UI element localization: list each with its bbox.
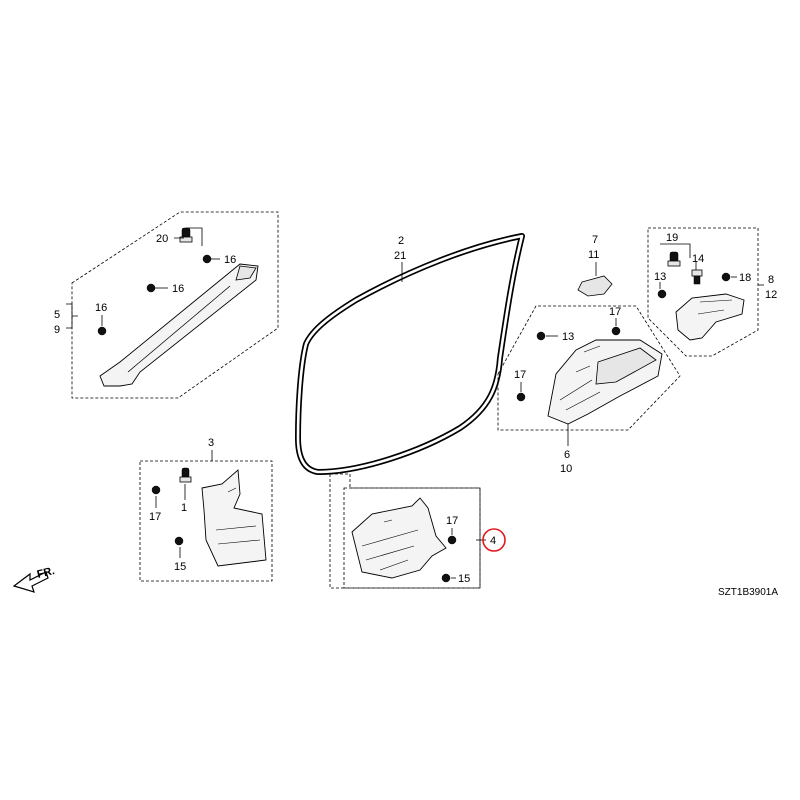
- front-direction-indicator: FR.: [12, 565, 56, 593]
- callout-9: 9: [54, 324, 60, 336]
- rear-pillar-lining-panel: [595, 347, 657, 385]
- callout-17-d: 17: [446, 515, 458, 527]
- front-pillar-garnish-group: 20 16 16 16 5 9: [54, 211, 279, 399]
- rear-upper-trim-group: 19 13 14 18 8 12: [647, 227, 777, 357]
- callout-21: 21: [394, 250, 406, 262]
- weatherstrip-group: 2 21: [295, 233, 525, 475]
- callout-13-a: 13: [654, 271, 666, 283]
- callout-6: 6: [564, 449, 570, 461]
- small-garnish[interactable]: [577, 275, 613, 297]
- clip-18[interactable]: [721, 272, 731, 282]
- rear-pillar-lining-group: 13 17 17 6 10: [497, 305, 681, 475]
- clip-15-kick[interactable]: [174, 536, 184, 546]
- leader-19: [660, 243, 691, 258]
- rear-pillar-lining-frame: [497, 305, 681, 431]
- callout-7: 7: [592, 234, 598, 246]
- sill-garnish-outer-frame: [329, 473, 481, 589]
- rear-upper-trim[interactable]: [675, 293, 745, 341]
- door-weatherstrip[interactable]: [295, 233, 525, 475]
- callout-10: 10: [560, 463, 572, 475]
- callout-17-b: 17: [609, 306, 621, 318]
- callout-15-a: 15: [174, 561, 186, 573]
- callout-16-c: 16: [95, 302, 107, 314]
- clip-16-lower[interactable]: [97, 326, 107, 336]
- front-direction-label: FR.: [36, 565, 56, 581]
- callout-19: 19: [666, 232, 678, 244]
- sill-garnish-detail: [361, 519, 419, 571]
- front-arrow-icon: [12, 571, 49, 593]
- callout-17-a: 17: [514, 369, 526, 381]
- front-pillar-garnish[interactable]: [99, 263, 259, 387]
- clip-17-kick[interactable]: [151, 485, 161, 495]
- clip-19[interactable]: [667, 251, 681, 267]
- sill-garnish[interactable]: [351, 497, 447, 579]
- callout-11: 11: [588, 249, 599, 261]
- callout-17-c: 17: [149, 511, 161, 523]
- callout-14: 14: [692, 253, 704, 265]
- clip-14[interactable]: [691, 269, 703, 285]
- sill-garnish-group: 17 15 4: [329, 473, 506, 589]
- clip-17-left[interactable]: [516, 392, 526, 402]
- leader-5-9: [66, 303, 78, 329]
- clip-17-upper[interactable]: [611, 326, 621, 336]
- clip-15-sill[interactable]: [441, 573, 451, 583]
- callout-12: 12: [765, 289, 777, 301]
- clip-20[interactable]: [179, 227, 193, 243]
- small-garnish-group: 7 11: [577, 234, 613, 297]
- kick-panel[interactable]: [201, 469, 267, 567]
- callout-13-b: 13: [562, 331, 574, 343]
- callout-5: 5: [54, 309, 60, 321]
- callout-16-b: 16: [172, 283, 184, 295]
- rear-upper-trim-detail: [697, 299, 733, 315]
- callout-4: 4: [490, 535, 496, 547]
- sill-garnish-inner-frame: [343, 487, 481, 589]
- diagram-code: SZT1B3901A: [718, 587, 778, 598]
- front-pillar-garnish-edge: [235, 265, 257, 281]
- callout-4-highlight-ring: [482, 528, 506, 552]
- clip-13-upper[interactable]: [657, 289, 667, 299]
- clip-16-top[interactable]: [202, 254, 212, 264]
- callout-16-a: 16: [224, 254, 236, 266]
- clip-1[interactable]: [179, 467, 192, 483]
- callout-3: 3: [208, 437, 214, 449]
- callout-20: 20: [156, 233, 168, 245]
- callout-18: 18: [739, 272, 751, 284]
- door-weatherstrip-inner: [296, 234, 524, 474]
- kick-panel-group: 3 1 17 15: [139, 437, 273, 582]
- clip-13-lower[interactable]: [536, 331, 546, 341]
- clip-17-sill[interactable]: [447, 535, 457, 545]
- callout-1: 1: [181, 502, 187, 514]
- callout-15-b: 15: [458, 573, 470, 585]
- rear-upper-trim-frame: [647, 227, 759, 357]
- clip-16-mid[interactable]: [146, 283, 156, 293]
- leader-20: [174, 227, 203, 246]
- kick-panel-detail: [215, 487, 261, 545]
- callout-2: 2: [398, 235, 404, 247]
- front-pillar-garnish-line: [127, 285, 231, 373]
- rear-pillar-lining-detail: [559, 345, 601, 411]
- kick-panel-frame: [139, 460, 273, 582]
- callout-8: 8: [768, 274, 774, 286]
- front-pillar-garnish-frame: [71, 211, 279, 399]
